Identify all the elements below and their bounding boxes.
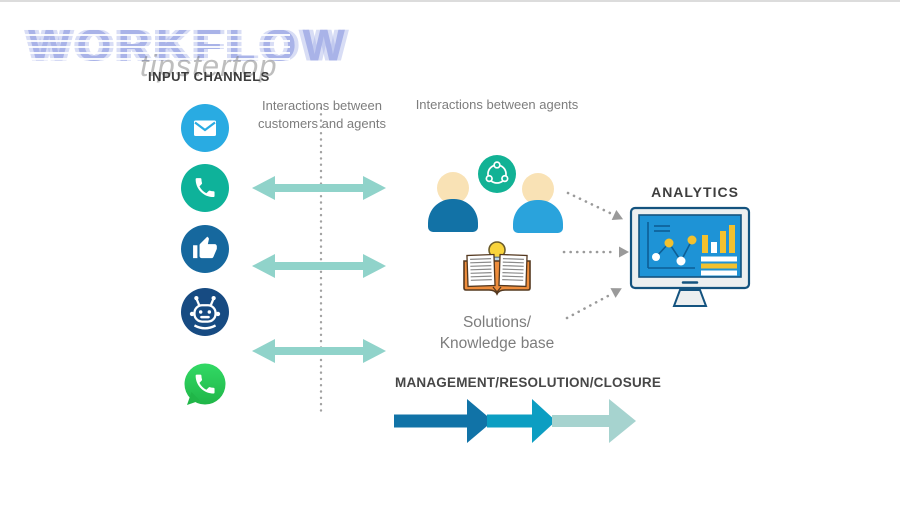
input-channels-label: INPUT CHANNELS bbox=[148, 69, 270, 84]
agent-right-body bbox=[513, 200, 563, 233]
monitor-charts-icon bbox=[628, 205, 752, 314]
email-icon bbox=[181, 104, 229, 152]
double-arrow-bottom bbox=[250, 336, 388, 371]
phone-icon bbox=[181, 164, 229, 212]
dotted-connector-arrows bbox=[552, 180, 644, 337]
agent-right-head bbox=[522, 173, 554, 205]
agents-label: Interactions between agents bbox=[415, 97, 579, 112]
dotted-divider bbox=[318, 106, 324, 421]
share-network-icon bbox=[478, 155, 516, 193]
chatbot-icon bbox=[181, 288, 229, 336]
process-flow-arrows bbox=[392, 398, 638, 449]
agent-left-head bbox=[437, 172, 469, 204]
double-arrow-top bbox=[250, 173, 388, 208]
agent-left-body bbox=[428, 199, 478, 232]
open-book-lightbulb-icon bbox=[460, 238, 534, 305]
whatsapp-icon bbox=[181, 361, 229, 409]
analytics-label: ANALYTICS bbox=[651, 184, 739, 200]
thumbs-up-icon bbox=[181, 225, 229, 273]
management-label: MANAGEMENT/RESOLUTION/CLOSURE bbox=[395, 375, 662, 390]
double-arrow-middle bbox=[250, 251, 388, 286]
customers-agents-label: Interactions between customers and agent… bbox=[258, 98, 386, 131]
solutions-label: Solutions/ Knowledge base bbox=[439, 314, 555, 352]
